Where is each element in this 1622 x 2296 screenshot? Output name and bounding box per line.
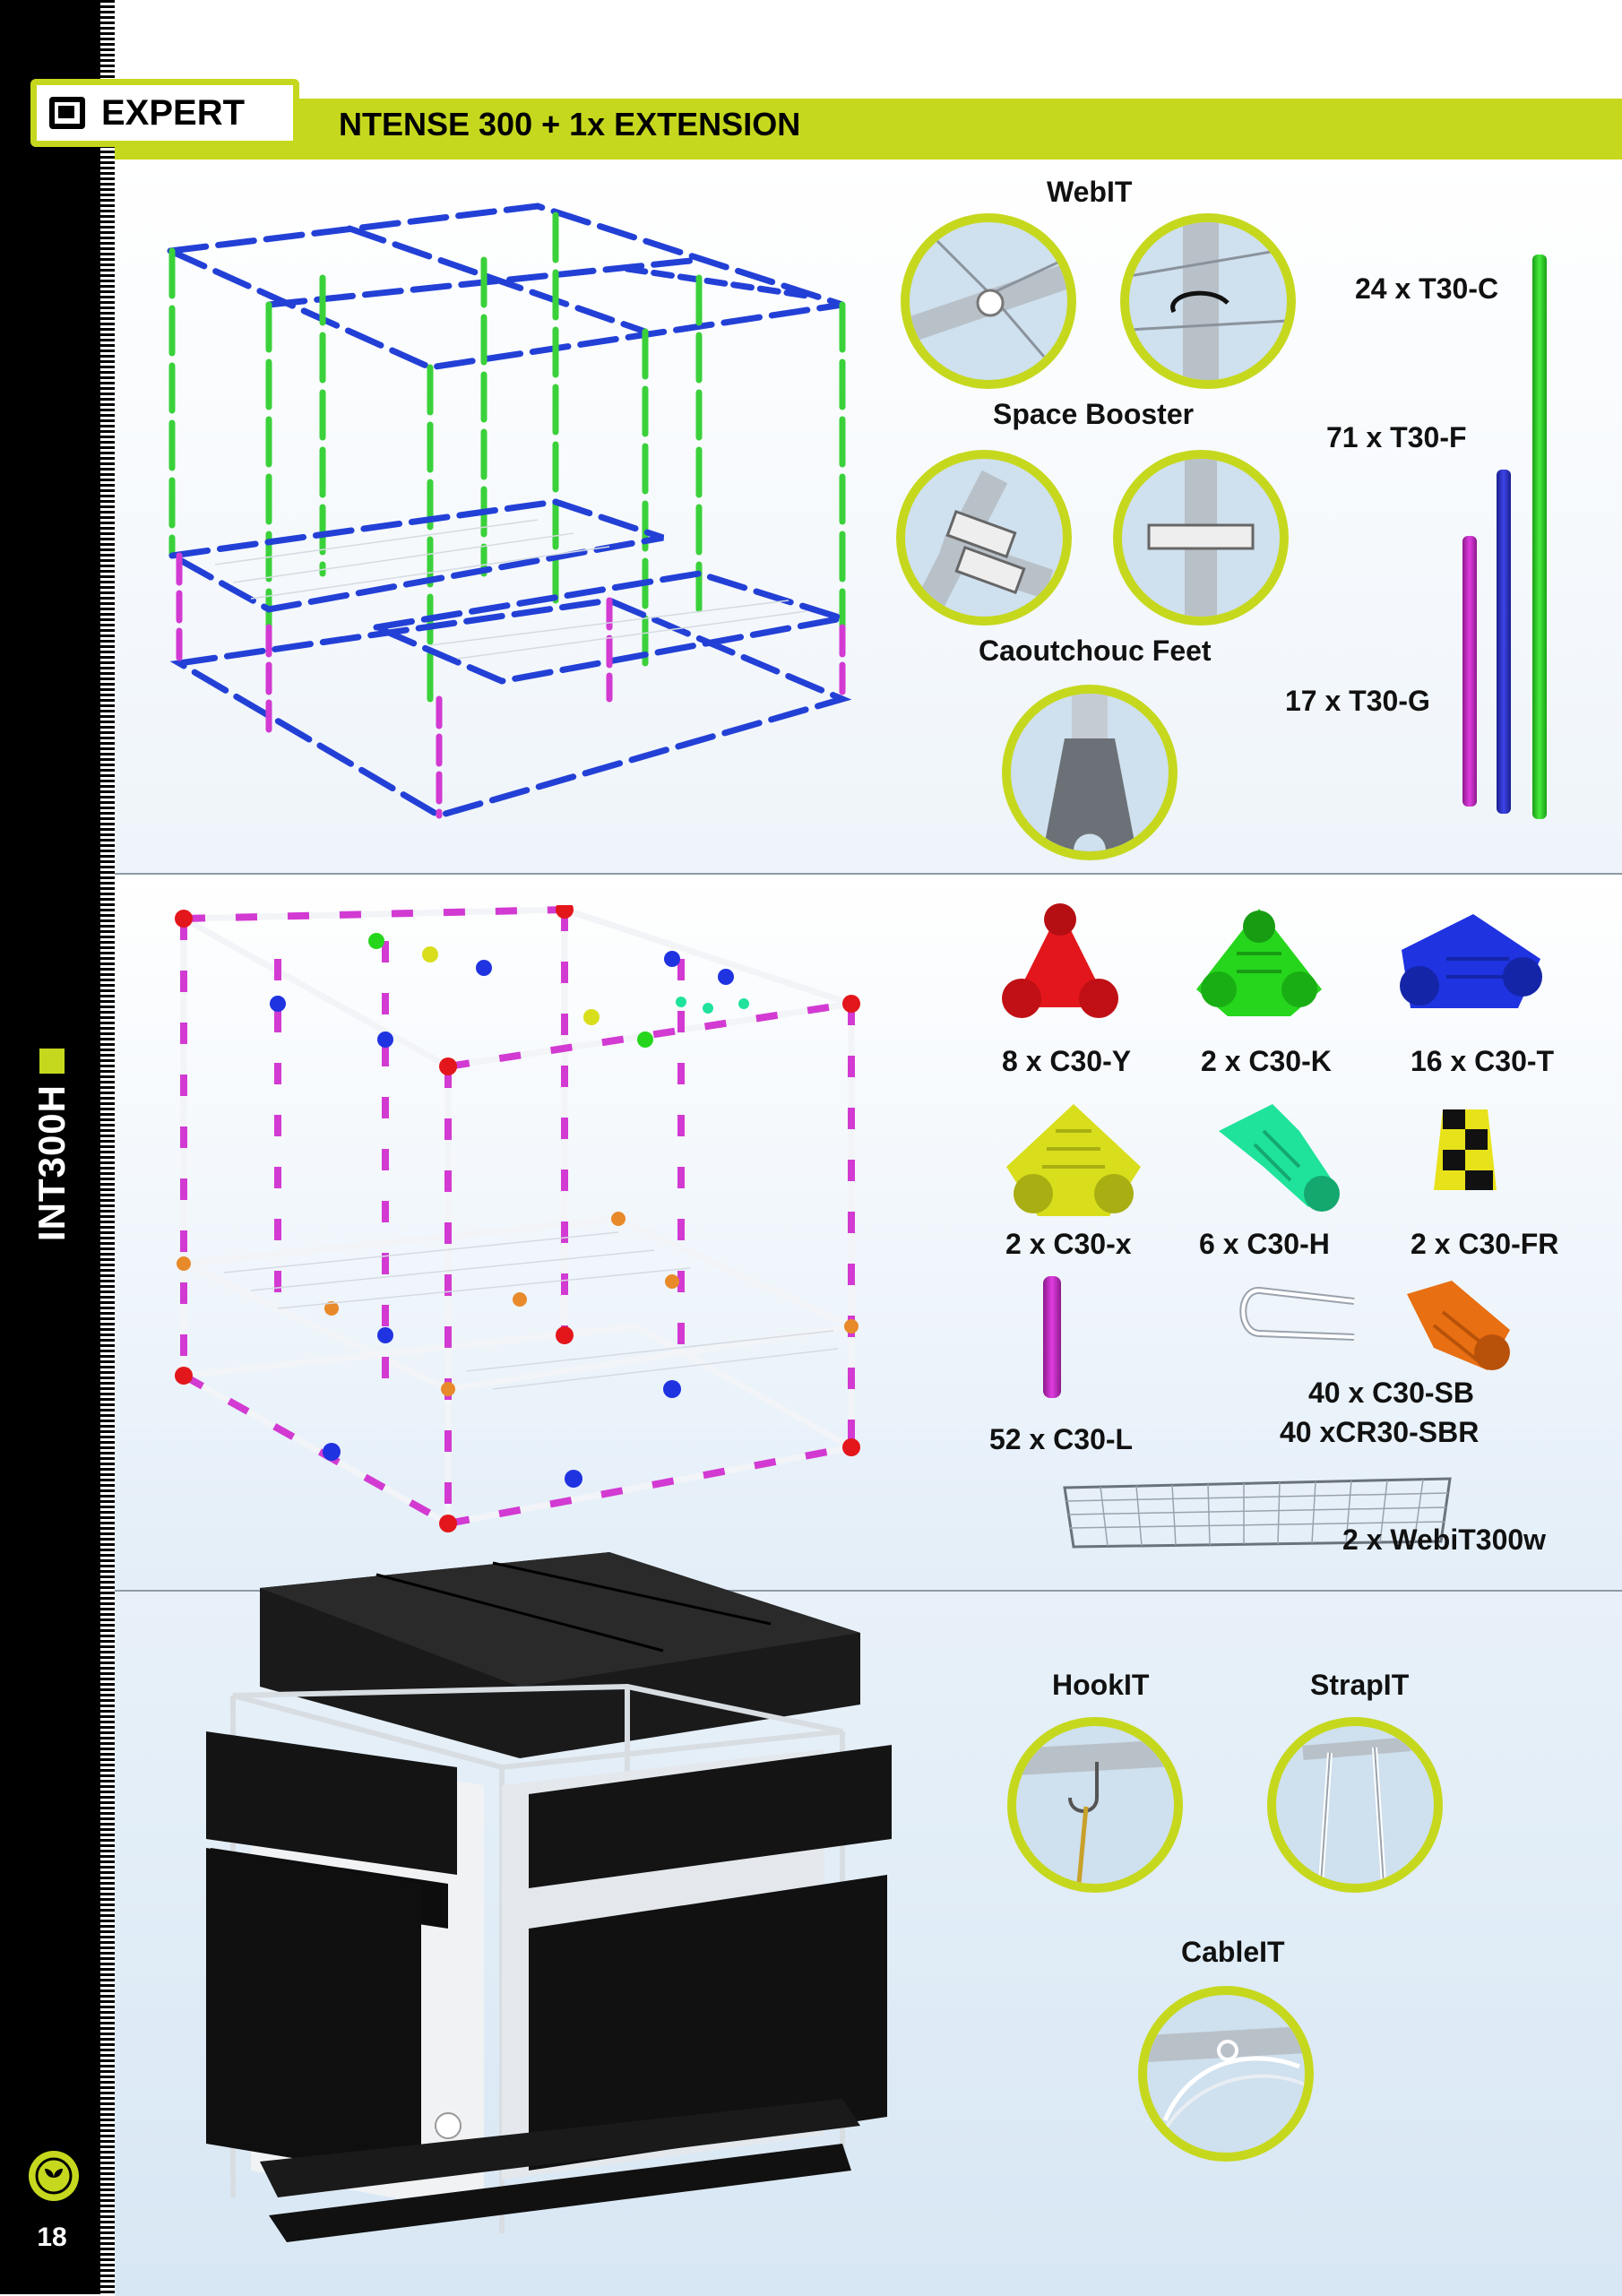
model-code-marker	[39, 1049, 65, 1074]
section-connectors	[115, 873, 1622, 1592]
tent-exploded-illustration	[206, 1552, 892, 2242]
pole-t30-c	[1532, 255, 1547, 819]
model-code-block: INT300H	[25, 1049, 79, 1255]
hookit-detail	[1007, 1717, 1183, 1893]
caoutchouc-foot-detail	[1002, 685, 1178, 860]
part-label-c30-t: 16 x C30-T	[1411, 1045, 1555, 1077]
c30-sb-clip-icon	[1239, 1287, 1355, 1341]
pole-label-c: 24 x T30-C	[1355, 272, 1499, 305]
left-sidebar	[0, 0, 100, 2294]
expert-screen-icon	[49, 97, 85, 129]
section-frame-poles	[115, 160, 1622, 873]
space-booster-detail-left	[896, 450, 1072, 626]
webit-detail-right	[1120, 213, 1296, 389]
pole-t30-f	[1497, 470, 1511, 814]
webit-net-icon	[1063, 1477, 1452, 1549]
part-label-c30-sb: 40 x C30-SB	[1308, 1377, 1474, 1409]
feet-title: Caoutchouc Feet	[979, 634, 1212, 667]
part-label-c30-l: 52 x C30-L	[989, 1423, 1134, 1455]
strapit-title: StrapIT	[1310, 1669, 1410, 1701]
webit-title: WebIT	[1047, 176, 1133, 208]
pole-t30-g	[1462, 536, 1477, 807]
expert-tab: EXPERT	[30, 79, 299, 147]
webit-detail-left	[901, 213, 1076, 389]
c30-y-connector-icon	[1002, 903, 1118, 1018]
c30-l-sleeve-icon	[1043, 1276, 1061, 1398]
strapit-detail	[1267, 1717, 1443, 1893]
c30-fr-connector-icon	[1434, 1109, 1497, 1190]
cableit-title: CableIT	[1181, 1936, 1285, 1968]
part-label-webit300w: 2 x WebiT300w	[1342, 1523, 1547, 1556]
pole-label-g: 17 x T30-G	[1285, 685, 1430, 717]
c30-x-connector-icon	[1006, 1104, 1141, 1216]
brand-logo-icon	[29, 2151, 79, 2201]
part-label-c30-fr: 2 x C30-FR	[1411, 1228, 1559, 1260]
pole-label-f: 71 x T30-F	[1326, 421, 1467, 453]
expert-tab-label: EXPERT	[101, 92, 246, 133]
part-label-c30-k: 2 x C30-K	[1201, 1045, 1332, 1077]
cr30-sbr-holder-icon	[1407, 1281, 1510, 1370]
model-code: INT300H	[30, 1084, 73, 1242]
frame-poles-illustration	[161, 203, 852, 819]
page-title: NTENSE 300 + 1x EXTENSION	[339, 106, 801, 142]
c30-h-connector-icon	[1219, 1104, 1340, 1212]
left-tick-strip	[100, 0, 115, 2294]
part-label-cr30-sbr: 40 xCR30-SBR	[1280, 1416, 1480, 1448]
hookit-title: HookIT	[1052, 1669, 1150, 1701]
connectors-frame-illustration	[172, 905, 862, 1532]
space-booster-detail-right	[1113, 450, 1289, 626]
part-label-c30-y: 8 x C30-Y	[1002, 1045, 1132, 1077]
c30-t-connector-icon	[1400, 914, 1542, 1008]
page-number: 18	[37, 2223, 67, 2252]
part-label-c30-x: 2 x C30-x	[1005, 1228, 1132, 1260]
part-label-c30-h: 6 x C30-H	[1199, 1228, 1330, 1260]
cableit-detail	[1138, 1986, 1314, 2162]
space-booster-title: Space Booster	[993, 398, 1195, 430]
c30-k-connector-icon	[1196, 909, 1322, 1016]
header-band	[115, 99, 1622, 160]
